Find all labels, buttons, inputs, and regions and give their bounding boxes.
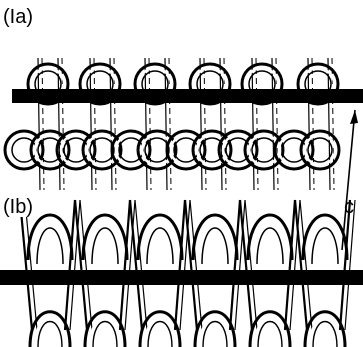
knit-loop-inner	[38, 322, 62, 347]
knit-arch-highlight	[88, 223, 122, 262]
yarn-strand	[180, 200, 190, 330]
knit-arch-highlight	[198, 223, 232, 262]
panel-b-label: (Ib)	[3, 197, 35, 217]
panel-b-illustration	[0, 200, 363, 347]
yarn-strand	[130, 200, 142, 330]
yarn-strand	[38, 58, 40, 190]
knit-arch-highlight	[253, 223, 287, 262]
callout-arrow	[342, 110, 358, 250]
yarn-strand	[120, 200, 130, 330]
bar-b	[0, 270, 363, 285]
yarn-strand	[235, 200, 245, 330]
yarn-strand	[94, 58, 96, 190]
knit-arch-inner	[312, 228, 338, 264]
yarn-strand	[312, 58, 314, 190]
knit-loop-inner	[203, 322, 227, 347]
yarn-strand	[125, 200, 135, 330]
yarn-strand	[204, 58, 206, 190]
knit-arch-inner	[147, 228, 173, 264]
yarn-strand	[65, 200, 75, 330]
knit-loop-inner	[148, 322, 172, 347]
knit-loop-inner	[313, 322, 337, 347]
yarn-strand	[75, 200, 87, 330]
yarn-strand	[240, 200, 252, 330]
yarn-strand	[290, 200, 300, 330]
bar-a	[12, 89, 363, 103]
yarn-strand	[90, 58, 92, 190]
yarn-strand	[285, 200, 295, 330]
knit-arch-inner	[92, 228, 118, 264]
yarn-strand	[295, 200, 307, 330]
yarn-strand	[230, 200, 240, 330]
yarn-strand	[175, 200, 185, 330]
yarn-strand	[308, 58, 310, 190]
yarn-strand	[145, 58, 147, 190]
yarn-strand	[345, 200, 355, 330]
knit-arch-inner	[37, 228, 63, 264]
yarn-strand	[42, 58, 44, 190]
yarn-strand	[70, 200, 80, 330]
panel-a-label: (Ia)	[3, 7, 33, 27]
panel-a-illustration	[5, 58, 363, 190]
yarn-strand	[252, 58, 254, 190]
yarn-strand	[185, 200, 197, 330]
knit-loop-inner	[258, 322, 282, 347]
yarn-strand	[149, 58, 151, 190]
knit-arch-highlight	[33, 223, 67, 262]
yarn-strand	[20, 200, 32, 330]
knit-loop-inner	[93, 322, 117, 347]
yarn-strand	[200, 58, 202, 190]
knit-arch-highlight	[308, 223, 342, 262]
knit-arch-inner	[257, 228, 283, 264]
knit-arch-inner	[202, 228, 228, 264]
yarn-strand	[256, 58, 258, 190]
knit-arch-highlight	[143, 223, 177, 262]
callout-label: c	[344, 197, 354, 217]
